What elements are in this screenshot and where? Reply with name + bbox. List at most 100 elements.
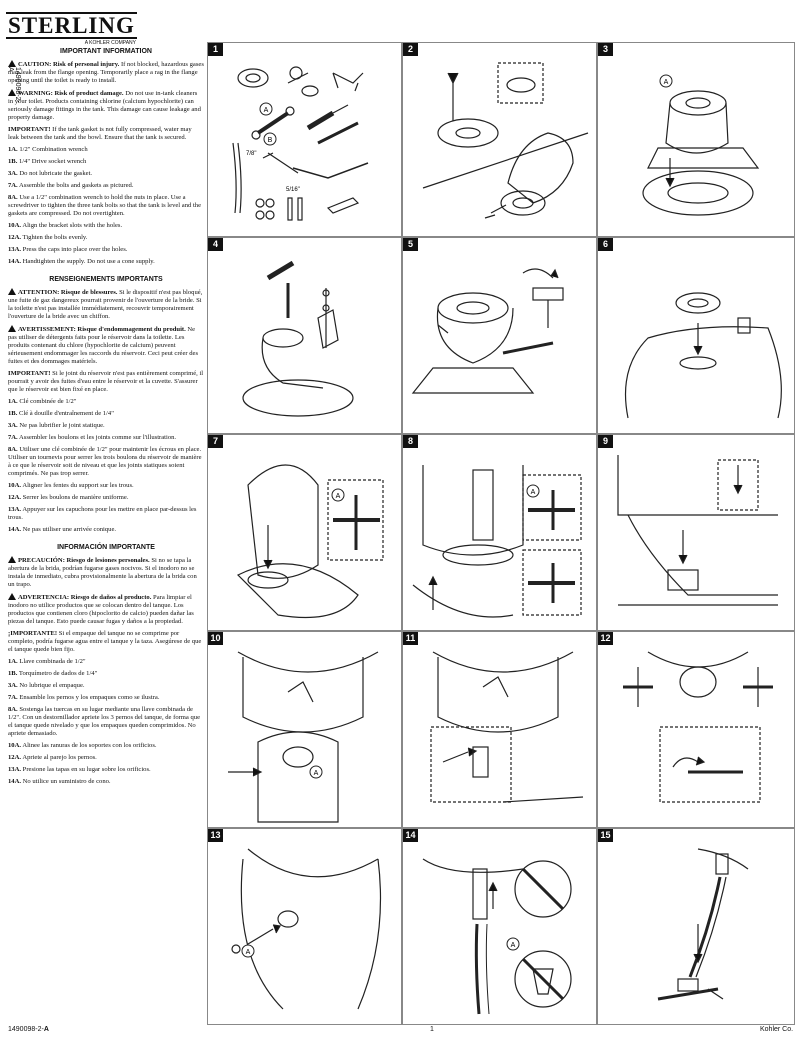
panel-number: 5	[403, 238, 418, 251]
step: 14A. Handtighten the supply. Do not use …	[8, 258, 155, 265]
panel-11: 11	[402, 631, 597, 828]
panel-2: 2	[402, 42, 597, 237]
panel-number: 10	[208, 632, 223, 645]
panel-10: 10 A	[207, 631, 402, 828]
panel-13: 13 A	[207, 828, 402, 1025]
panel-number: 6	[598, 238, 613, 251]
step: 7A. Ensamble los pernos y los empaques c…	[8, 694, 160, 701]
warning-triangle-icon	[8, 593, 16, 600]
bracket-bolt-illustration	[430, 651, 584, 803]
size-label: 7/8"	[246, 151, 256, 157]
step: 1B. Torquímetro de dados de 1/4"	[8, 670, 98, 677]
english-caution: If not blocked, hazardous gases may leak…	[8, 61, 204, 84]
panel-12: 12	[597, 631, 795, 828]
step: 13A. Press the caps into place over the …	[8, 246, 128, 253]
text-column: IMPORTANT INFORMATION CAUTION: Risk of p…	[8, 48, 204, 796]
brand-sub: A KOHLER COMPANY	[84, 40, 136, 46]
step: 8A. Use a 1/2" combination wrench to hol…	[8, 194, 201, 217]
panel-number: 11	[403, 632, 418, 645]
panel-number: 7	[208, 435, 223, 448]
french-warning-lead: AVERTISSEMENT: Risque d'endommagement du…	[18, 326, 186, 333]
step: 7A. Assemble the bolts and gaskets as pi…	[8, 182, 134, 189]
spanish-steps: 1A. Llave combinada de 1/2" 1B. Torquíme…	[8, 658, 204, 786]
step: 12A. Tighten the bolts evenly.	[8, 234, 88, 241]
caps-illustration: A	[231, 848, 382, 1010]
callout-a: A	[664, 79, 669, 86]
step: 3A. Do not lubricate the gasket.	[8, 170, 93, 177]
step: 10A. Aligner les fentes du support sur l…	[8, 482, 134, 489]
step: 12A. Serrer les boulons de manière unifo…	[8, 494, 129, 501]
warning-triangle-icon	[8, 325, 16, 332]
size-label: 5/16"	[286, 187, 300, 193]
step: 10A. Align the bracket slots with the ho…	[8, 222, 123, 229]
english-warning: Do not use in-tank cleaners in your toil…	[8, 90, 201, 121]
panel-7: 7 A	[207, 434, 402, 631]
panel-number: 8	[403, 435, 418, 448]
callout-b: B	[268, 137, 273, 144]
bolt-install-illustration	[242, 260, 354, 417]
bowl-bracket-illustration: A	[228, 651, 379, 823]
step: 14A. No utilice un suministro de cono.	[8, 778, 111, 785]
step: 1A. Clé combinée de 1/2"	[8, 398, 77, 405]
panel-number: 14	[403, 829, 418, 842]
warning-triangle-icon	[8, 60, 16, 67]
step: 10A. Alinee las ranuras de los soportes …	[8, 742, 157, 749]
panel-6: 6	[597, 237, 795, 434]
step: 12A. Apriete al parejo los pernos.	[8, 754, 97, 761]
step: 8A. Sostenga las tuercas en su lugar med…	[8, 706, 201, 737]
callout-a: A	[264, 107, 269, 114]
callout-a: A	[246, 949, 251, 956]
panel-15: 15	[597, 828, 795, 1025]
english-important: If the tank gasket is not fully compress…	[8, 126, 192, 141]
tank-placement-illustration: A	[236, 464, 384, 618]
english-important-lead: IMPORTANT!	[8, 126, 51, 133]
section-english: IMPORTANT INFORMATION CAUTION: Risk of p…	[8, 48, 204, 266]
tank-bolts-illustration: A	[412, 465, 582, 618]
callout-a: A	[314, 770, 319, 777]
footer-page-number: 1	[430, 1026, 434, 1033]
tools-illustration: A B 7/8" 5/16"	[232, 66, 369, 221]
french-steps: 1A. Clé combinée de 1/2" 1B. Clé à douil…	[8, 398, 204, 534]
tighten-bolts-illustration	[623, 651, 773, 803]
step: 13A. Presione las tapas en su lugar sobr…	[8, 766, 151, 773]
french-important: Si le joint du réservoir n'est pas entiè…	[8, 370, 204, 393]
panel-9: 9	[597, 434, 795, 631]
brand-logo: STERLING A KOHLER COMPANY	[6, 12, 137, 46]
section-spanish: INFORMACIÓN IMPORTANTE PRECAUCIÓN: Riesg…	[8, 544, 204, 786]
callout-a: A	[511, 942, 516, 949]
spanish-warning-lead: ADVERTENCIA: Riesgo de daños al producto…	[18, 594, 152, 601]
panel-number: 9	[598, 435, 613, 448]
bowl-fitting-illustration	[617, 455, 778, 606]
warning-triangle-icon	[8, 556, 16, 563]
panel-number: 4	[208, 238, 223, 251]
shutoff-valve-illustration	[657, 848, 749, 1001]
step: 1A. 1/2" Combination wrench	[8, 146, 88, 153]
english-steps: 1A. 1/2" Combination wrench 1B. 1/4" Dri…	[8, 146, 204, 266]
wax-ring-illustration: A	[642, 74, 760, 216]
panel-number: 3	[598, 43, 613, 56]
spanish-important: Si el empaque del tanque no se comprime …	[8, 630, 202, 653]
flange-illustration	[422, 62, 589, 219]
spanish-important-lead: ¡IMPORTANTE!	[8, 630, 58, 637]
footer-company: Kohler Co.	[760, 1026, 794, 1033]
panel-4: 4	[207, 237, 402, 434]
panel-number: 1	[208, 43, 223, 56]
english-caution-lead: CAUTION: Risk of personal injury.	[18, 61, 120, 68]
panel-number: 13	[208, 829, 223, 842]
panel-number: 2	[403, 43, 418, 56]
french-warning: Ne pas utiliser de détergents faits pour…	[8, 326, 199, 365]
step: 1A. Llave combinada de 1/2"	[8, 658, 86, 665]
warning-triangle-icon	[8, 89, 16, 96]
french-caution: Si le dispositif n'est pas bloqué, une f…	[8, 289, 203, 320]
panel-3: 3 A	[597, 42, 795, 237]
panel-14: 14 A	[402, 828, 597, 1025]
spanish-warning: Para limpiar el inodoro no utilice produ…	[8, 594, 194, 625]
step: 7A. Assembler les boulons et les joints …	[8, 434, 177, 441]
tank-gasket-illustration	[625, 292, 782, 419]
step: 1B. Clé à douille d'entraînement de 1/4"	[8, 410, 114, 417]
bracket-illustration	[411, 268, 564, 394]
panel-8: 8 A	[402, 434, 597, 631]
warning-triangle-icon	[8, 288, 16, 295]
panel-number: 15	[598, 829, 613, 842]
callout-a: A	[336, 493, 341, 500]
